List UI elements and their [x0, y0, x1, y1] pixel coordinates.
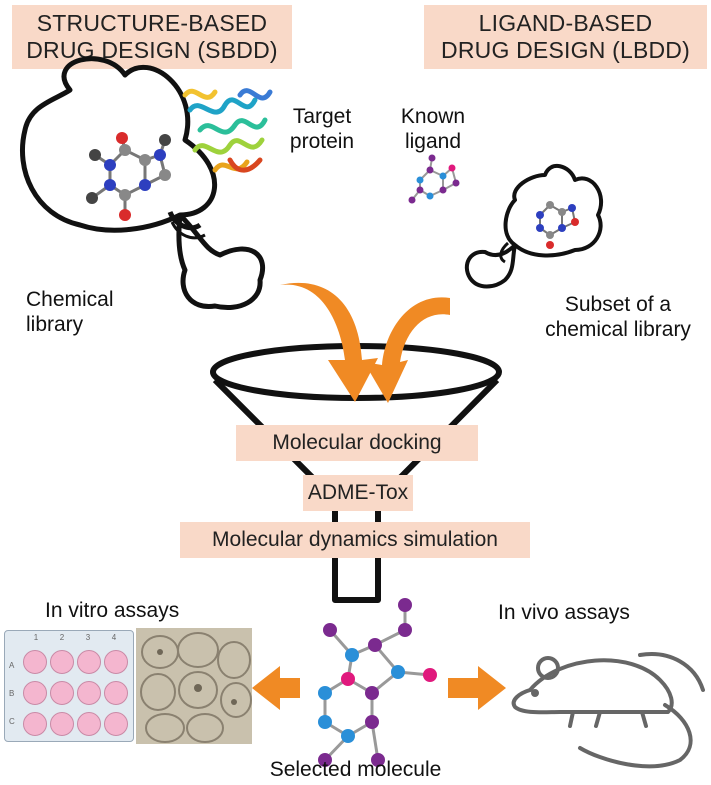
plate-row-label: A — [9, 660, 15, 670]
plate-well — [22, 711, 47, 736]
plate-well — [49, 680, 74, 705]
plate-well — [76, 650, 101, 675]
plate-well — [49, 650, 74, 675]
known-ligand-label-line2: ligand — [404, 130, 462, 153]
subset-library-label: Subset of a chemical library — [538, 292, 698, 342]
plate-column-label: 1 — [33, 633, 39, 642]
subset-library-label-line2: chemical library — [545, 318, 691, 341]
sbdd-header: STRUCTURE-BASED DRUG DESIGN (SBDD) — [12, 5, 292, 69]
input-arrows — [280, 282, 450, 403]
in-vitro-label: In vitro assays — [45, 599, 180, 622]
lbdd-header: LIGAND-BASED DRUG DESIGN (LBDD) — [424, 5, 707, 69]
chemical-library-label-line1: Chemical — [26, 288, 114, 311]
funnel-step-label: ADME-Tox — [307, 481, 409, 504]
left-curved-arrow-icon — [280, 282, 378, 402]
plate-well — [103, 711, 128, 736]
subset-molecule-icon — [536, 201, 579, 249]
chemical-library-label-line2: library — [26, 313, 84, 336]
lbdd-header-line2: DRUG DESIGN (LBDD) — [441, 37, 690, 63]
right-arrow-icon — [448, 666, 506, 710]
plate-column-labels: 1 2 3 4 — [23, 633, 127, 642]
mouse-icon — [511, 652, 705, 769]
funnel-step-label: Molecular dynamics simulation — [212, 528, 498, 551]
funnel-step-adme-tox: ADME-Tox — [303, 475, 413, 511]
funnel-step-molecular-docking: Molecular docking — [236, 425, 478, 461]
plate-row-label: C — [9, 716, 15, 726]
plate-row-labels: A B C — [9, 651, 15, 735]
selected-molecule-icon — [318, 598, 437, 767]
target-protein-label-line1: Target — [292, 105, 352, 128]
plate-row-label: B — [9, 688, 15, 698]
plate-well — [49, 711, 74, 736]
sbdd-header-line1: STRUCTURE-BASED — [36, 10, 268, 36]
target-protein-icon — [182, 88, 273, 173]
known-ligand-label-line1: Known — [400, 105, 466, 128]
plate-well — [103, 650, 128, 675]
known-ligand-label: Known ligand — [398, 104, 468, 154]
target-protein-label-line2: protein — [289, 130, 355, 153]
plate-well — [76, 680, 101, 705]
in-vivo-label: In vivo assays — [498, 601, 630, 624]
sbdd-header-line2: DRUG DESIGN (SBDD) — [26, 37, 278, 63]
known-ligand-icon — [408, 154, 460, 204]
subset-library-label-line1: Subset of a — [564, 293, 672, 316]
selected-molecule-label: Selected molecule — [269, 758, 442, 781]
left-arrow-icon — [252, 666, 300, 710]
plate-column-label: 4 — [111, 633, 117, 642]
plate-well — [22, 680, 47, 705]
right-curved-arrow-icon — [364, 297, 450, 403]
plate-well — [22, 650, 47, 675]
funnel-step-label: Molecular docking — [272, 431, 442, 454]
plate-well — [76, 711, 101, 736]
cell-culture-image — [136, 628, 252, 744]
plate-column-label: 3 — [85, 633, 91, 642]
plate-column-label: 2 — [59, 633, 65, 642]
plate-wells — [21, 647, 129, 739]
chemical-library-label: Chemical library — [26, 287, 114, 337]
funnel-step-md-simulation: Molecular dynamics simulation — [180, 522, 530, 558]
subset-library-bag-icon — [464, 164, 604, 289]
chemical-library-bag-icon — [19, 56, 266, 310]
lbdd-header-line1: LIGAND-BASED — [478, 10, 653, 36]
plate-well — [103, 680, 128, 705]
well-plate: 1 2 3 4 A B C — [4, 630, 134, 742]
library-molecule-icon — [86, 132, 171, 221]
target-protein-label: Target protein — [282, 104, 362, 154]
